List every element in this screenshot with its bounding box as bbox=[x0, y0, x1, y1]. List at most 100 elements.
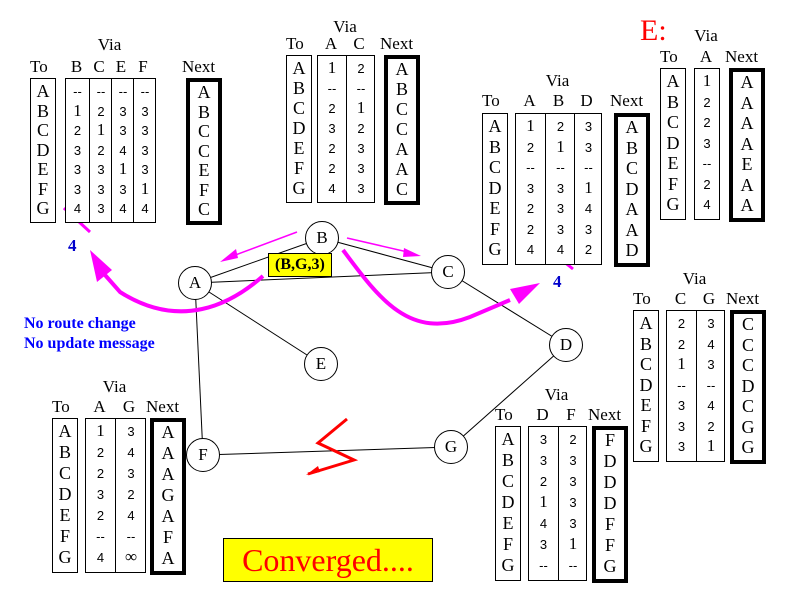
destination: E bbox=[293, 138, 305, 158]
distance-cell: -- bbox=[96, 84, 106, 99]
distance-cell: 3 bbox=[539, 537, 548, 552]
node-E[interactable]: E bbox=[304, 347, 338, 381]
destination: E bbox=[59, 505, 71, 525]
distance-cell: 4 bbox=[703, 197, 711, 212]
next-hop: A bbox=[740, 174, 754, 195]
distance-cell: 3 bbox=[707, 316, 715, 331]
next-header: Next bbox=[726, 289, 760, 308]
link-failure-icon bbox=[307, 417, 359, 476]
converged-banner: Converged.... bbox=[223, 538, 433, 582]
node-A[interactable]: A bbox=[178, 266, 212, 300]
next-hop: E bbox=[198, 160, 210, 180]
destination: B bbox=[58, 442, 71, 462]
node-F[interactable]: F bbox=[186, 438, 220, 472]
next-hop: B bbox=[395, 79, 408, 99]
distance-cell: 2 bbox=[569, 432, 577, 447]
distance-cell: 3 bbox=[569, 516, 577, 531]
next-hop: A bbox=[740, 92, 754, 113]
via-column-header: A bbox=[93, 397, 106, 416]
distance-cell: 3 bbox=[556, 180, 565, 196]
distance-cell: 3 bbox=[584, 119, 593, 134]
distance-cell: -- bbox=[356, 81, 366, 96]
destination: G bbox=[36, 198, 50, 218]
next-hop: C bbox=[197, 121, 210, 141]
link-failure-arrowhead bbox=[306, 466, 320, 475]
link-F-G bbox=[202, 446, 452, 456]
to-header: To bbox=[633, 289, 651, 308]
next-hop: C bbox=[741, 355, 754, 375]
destination: D bbox=[488, 177, 502, 198]
destination: C bbox=[501, 471, 514, 491]
update-arrow-B-to-A bbox=[229, 231, 298, 258]
destination: A bbox=[292, 58, 306, 78]
destination: A bbox=[501, 429, 515, 449]
distance-cell: 3 bbox=[569, 474, 577, 489]
distance-cell: 1 bbox=[706, 436, 716, 455]
destination: B bbox=[501, 450, 514, 470]
via-column-header: C bbox=[93, 57, 105, 76]
destination: A bbox=[58, 421, 72, 441]
distance-cell: 1 bbox=[702, 71, 712, 90]
destination: C bbox=[639, 354, 652, 374]
distance-cell: 3 bbox=[119, 123, 127, 138]
next-hop: A bbox=[740, 113, 754, 133]
distance-cell: 4 bbox=[328, 181, 336, 196]
destination: G bbox=[292, 178, 306, 198]
next-hop: D bbox=[625, 178, 639, 199]
next-hop: A bbox=[161, 506, 175, 526]
distance-cell: 3 bbox=[539, 432, 548, 447]
distance-cell: 2 bbox=[97, 103, 105, 119]
distance-cell: 3 bbox=[127, 466, 135, 481]
distance-cell: -- bbox=[327, 81, 337, 96]
destination: D bbox=[36, 139, 50, 160]
distance-cell: -- bbox=[677, 377, 686, 393]
node-D[interactable]: D bbox=[549, 328, 583, 362]
distance-cell: 3 bbox=[97, 201, 105, 216]
destination: F bbox=[59, 526, 70, 546]
next-hop: A bbox=[740, 133, 754, 154]
via-header: Via bbox=[545, 71, 570, 90]
to-header: To bbox=[30, 57, 48, 76]
via-column-header: B bbox=[552, 91, 565, 110]
distance-cell: 2 bbox=[556, 119, 565, 134]
next-header: Next bbox=[725, 47, 759, 66]
distance-cell: -- bbox=[73, 84, 82, 99]
distance-cell: 3 bbox=[97, 162, 105, 177]
via-column-header: A bbox=[324, 34, 338, 53]
destination: B bbox=[292, 78, 305, 98]
to-header: To bbox=[660, 47, 678, 66]
distance-cell: 3 bbox=[119, 181, 127, 197]
distance-cell: 3 bbox=[707, 357, 715, 372]
destination: E bbox=[489, 198, 501, 218]
distance-cell: 1 bbox=[96, 120, 106, 139]
distance-cell: -- bbox=[126, 529, 136, 544]
next-hop: A bbox=[625, 219, 639, 240]
distance-cell: 2 bbox=[526, 201, 535, 216]
distance-cell: 2 bbox=[526, 139, 535, 155]
distance-cell: 2 bbox=[584, 242, 593, 257]
next-hop: F bbox=[162, 527, 173, 547]
node-G[interactable]: G bbox=[434, 430, 468, 464]
distance-cell: 3 bbox=[677, 418, 686, 434]
node-C[interactable]: C bbox=[431, 255, 465, 289]
node-B[interactable]: B bbox=[305, 221, 339, 255]
via-column-header: F bbox=[138, 57, 148, 76]
next-hop: A bbox=[161, 548, 175, 568]
distance-cell: 2 bbox=[96, 508, 105, 523]
via-column-header: A bbox=[699, 47, 713, 66]
destination: F bbox=[293, 158, 304, 178]
next-hop: A bbox=[740, 72, 754, 92]
distance-cell: 2 bbox=[703, 176, 711, 192]
next-hop: B bbox=[197, 101, 210, 122]
link-A-E bbox=[194, 282, 322, 365]
next-hop: D bbox=[603, 493, 617, 513]
destination: G bbox=[639, 436, 653, 456]
